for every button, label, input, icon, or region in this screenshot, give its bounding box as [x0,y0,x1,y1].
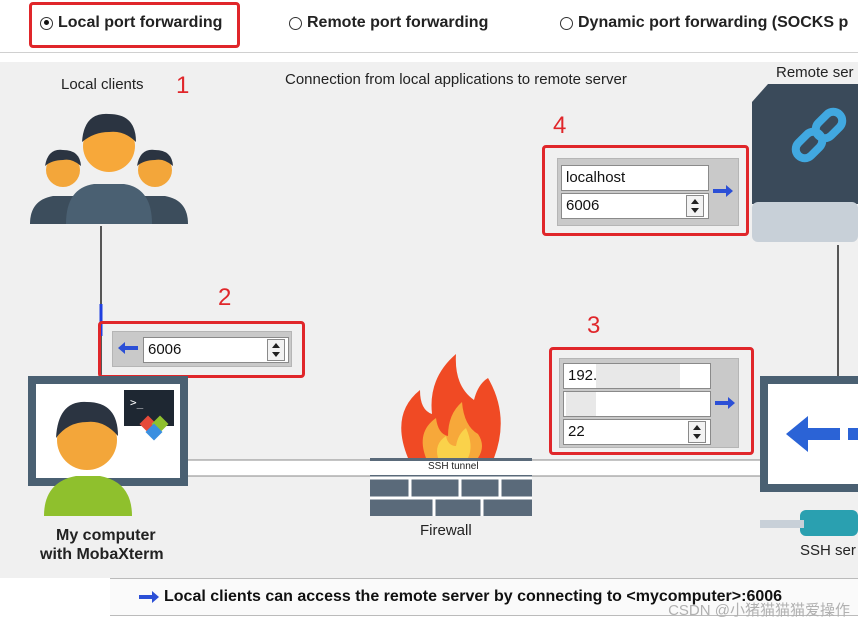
marker-2: 2 [218,284,231,312]
svg-text:>_: >_ [130,396,144,409]
arrow-right-icon [138,590,160,604]
firewall-icon [370,354,532,516]
marker-1: 1 [176,72,189,100]
local-clients-icon [28,108,190,226]
remote-server-icon [748,84,858,246]
local-clients-label: Local clients [61,76,144,93]
firewall-label: Firewall [420,522,472,539]
watermark: CSDN @小猪猫猫猫爱操作 [668,599,850,620]
marker-3: 3 [587,312,600,340]
highlight-box-2 [98,321,305,378]
my-computer-icon: >_ [28,376,188,516]
remote-server-label: Remote ser [776,64,854,81]
my-computer-label-2: with MobaXterm [40,546,164,564]
ssh-tunnel-label: SSH tunnel [428,461,479,472]
highlight-box-3 [549,347,754,455]
ssh-server-label: SSH ser [800,542,856,559]
marker-4: 4 [553,112,566,140]
caption: Connection from local applications to re… [285,71,627,88]
highlight-box-4 [542,145,749,236]
my-computer-label-1: My computer [56,527,156,545]
ssh-server-icon [760,376,858,536]
